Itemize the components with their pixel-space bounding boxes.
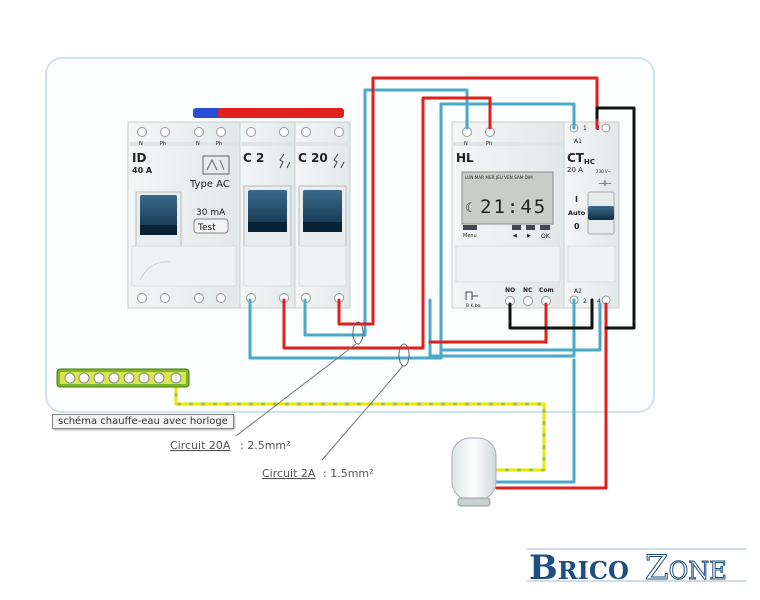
control-wire-ct-a1 (595, 106, 636, 330)
hl-terminal-nc: NC (523, 287, 533, 294)
c2-module-name: C 2 (243, 151, 264, 165)
id-module-name: ID (132, 151, 146, 165)
c2-toggle-handle[interactable] (248, 190, 287, 232)
hl-module-name: HL (456, 151, 474, 165)
diagram-caption: schéma chauffe-eau avec horloge (52, 414, 234, 429)
ct-rating: 20 A (567, 166, 583, 174)
c20-toggle-handle[interactable] (303, 190, 342, 232)
wires (174, 76, 636, 490)
circuit-breaker-c20: C 20 (294, 121, 351, 309)
ct-terminal-2: 2 (583, 298, 587, 305)
timer-module-hl: N Ph HL LUN MAR MER JEU VEN SAM DIM ☾ 21… (451, 121, 565, 309)
id-test-button[interactable] (193, 218, 229, 234)
circuit-2a-name: Circuit 2A (262, 467, 316, 480)
hl-right-button[interactable] (526, 225, 535, 230)
neutral-wire-ct-to-heater (495, 358, 576, 484)
id-terminal-ph2: Ph (216, 141, 222, 147)
circuit-2a-value: : 1.5mm² (323, 467, 374, 480)
control-wire-hl-no (508, 298, 594, 330)
neutral-wire-hl-to-ct (439, 302, 602, 352)
ct-position-1: I (575, 195, 578, 204)
hl-ok-button[interactable] (540, 225, 550, 230)
bricozone-logo: Brico Zone (527, 548, 747, 587)
ct-module-sub: HC (584, 158, 595, 166)
circuit-20a-leader (235, 343, 357, 437)
hl-arrow-right-icon: ▶ (527, 233, 531, 239)
hl-days: LUN MAR MER JEU VEN SAM DIM (465, 175, 533, 180)
id-terminal-n2: N (196, 141, 200, 147)
ct-voltage: 230 V~ (596, 169, 611, 174)
circuit-20a-value: : 2.5mm² (240, 439, 291, 452)
hl-terminal-n: N (464, 141, 468, 147)
hl-terminal-com: Com (539, 287, 554, 294)
hl-bottom-code: B K ba (466, 303, 481, 309)
contactor-module-ct: 1 3 A1 CTHC 20 A 230 V~ ⊣⊢ I Auto 0 A2 2… (563, 121, 620, 309)
id-terminal-ph1: Ph (160, 141, 166, 147)
ct-position-0: 0 (574, 222, 580, 231)
id-rating: 40 A (132, 166, 153, 175)
c20-module-name: C 20 (298, 151, 328, 165)
ct-terminal-1: 1 (583, 125, 587, 132)
logo-part-brico: Brico (529, 548, 629, 587)
hl-menu-button[interactable] (463, 225, 477, 230)
water-heater (451, 437, 497, 507)
circuit-20a-name: Circuit 20A (170, 439, 231, 452)
circuit-breaker-c2: C 2 (239, 121, 296, 309)
neutral-wire-c2-to-ct (248, 102, 576, 360)
hl-moon-icon: ☾ (465, 201, 477, 216)
id-sensitivity: 30 mA (196, 208, 226, 218)
phase-wire-hl-com (428, 302, 548, 344)
hl-arrow-left-icon: ◀ (513, 233, 517, 239)
hl-time-display: 21:45 (480, 196, 547, 218)
circuit-2a-leader (321, 365, 404, 461)
ct-coil-icon: ⊣⊢ (598, 179, 612, 188)
hl-lcd-screen (461, 171, 554, 225)
hl-terminal-no: NO (505, 287, 515, 294)
id-type: Type AC (189, 179, 230, 190)
logo-part-zone: Zone (645, 548, 727, 587)
ct-terminal-a2: A2 (574, 288, 582, 295)
phase-busbar (218, 108, 344, 118)
ct-terminal-4: 4 (597, 298, 601, 305)
id-test-label: Test (197, 223, 216, 233)
ct-terminal-a1: A1 (574, 138, 582, 145)
differential-switch-id: N Ph N Ph ID 40 A Type AC 30 mA Test (127, 121, 241, 309)
ct-module-name: CTHC (567, 151, 595, 166)
hl-left-button[interactable] (512, 225, 521, 230)
circuit-2a-marker (398, 343, 410, 367)
phase-wire-c2-to-hl (282, 96, 492, 350)
hl-ok-label: OK (541, 233, 551, 240)
circuit-20a-marker (352, 321, 364, 345)
phase-wire-ct-to-heater (495, 302, 608, 490)
earth-terminal-bar (56, 368, 190, 388)
neutral-wire-c20-to-hl (303, 88, 469, 337)
phase-wire-c20-to-ct (337, 76, 599, 326)
ct-position-auto: Auto (568, 209, 586, 217)
hl-menu-label: Menu (463, 233, 477, 239)
hl-terminal-ph: Ph (486, 141, 492, 147)
id-terminal-n1: N (139, 141, 143, 147)
ct-selector-handle[interactable] (588, 206, 614, 220)
